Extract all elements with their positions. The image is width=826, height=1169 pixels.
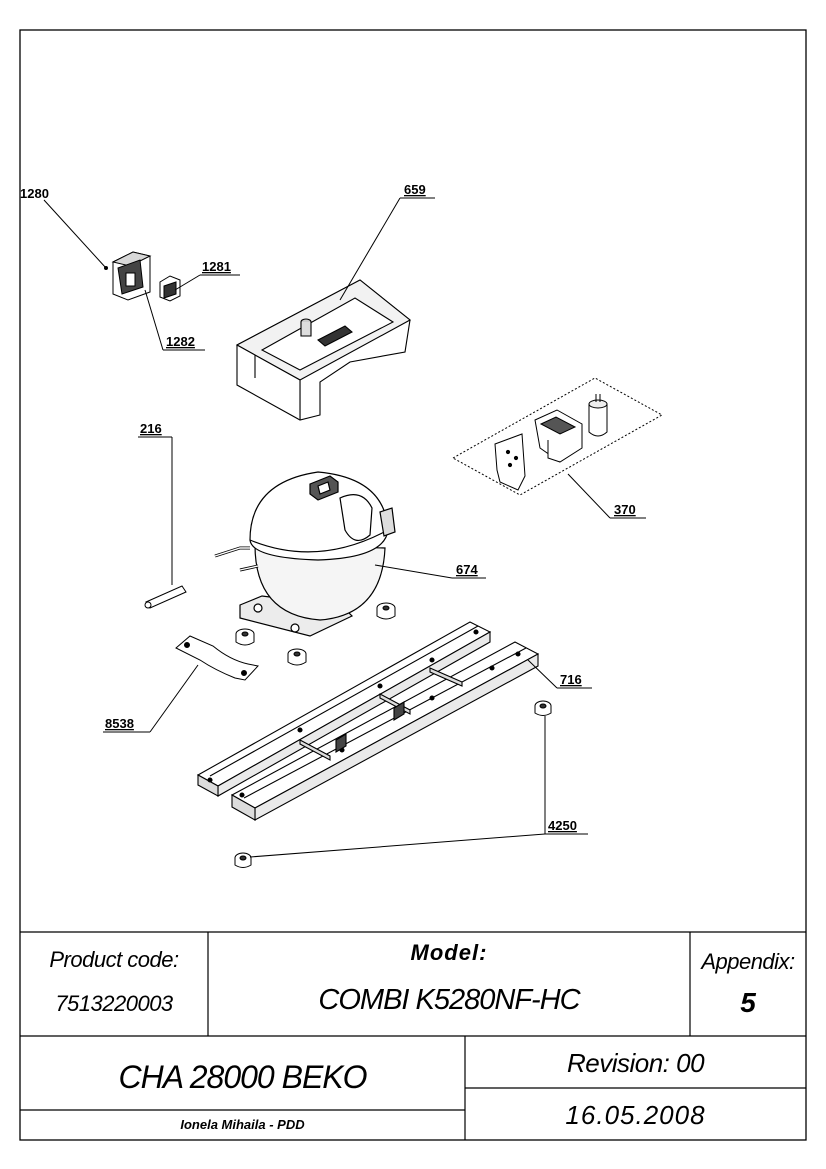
callout-8538: 8538 [105,716,134,731]
rails-716 [196,621,540,821]
tray-659 [235,279,411,421]
author-name: Ionela Mihaila - PDD [180,1116,305,1132]
model-value: COMBI K5280NF-HC [318,984,580,1017]
knob-1281 [159,275,181,302]
callout-1282: 1282 [166,334,195,349]
switch-1282 [111,251,152,301]
appendix-value: 5 [740,986,756,1018]
chassis-name: CHA 28000 BEKO [118,1059,367,1096]
tube-216 [144,585,187,609]
grommets [234,602,552,868]
appendix-label: Appendix: [701,948,795,974]
callout-216: 216 [140,421,162,436]
date: 16.05.2008 [565,1099,706,1130]
drawing-frame [19,29,807,1141]
callout-1281: 1281 [202,259,231,274]
callout-370: 370 [614,502,636,517]
callout-659: 659 [404,182,426,197]
product-code-label: Product code: [49,946,179,972]
model-label: Model: [410,939,488,965]
compressor-674 [214,471,396,637]
kit-370 [451,377,664,496]
callout-716: 716 [560,672,582,687]
callout-1280: 1280 [20,186,49,201]
plate-8538 [175,635,259,681]
revision: Revision: 00 [566,1047,705,1078]
title-block-grid [20,931,806,1140]
callout-674: 674 [456,562,478,577]
product-code-value: 7513220003 [55,990,173,1016]
leader-lines [43,197,646,858]
callout-4250: 4250 [548,818,577,833]
